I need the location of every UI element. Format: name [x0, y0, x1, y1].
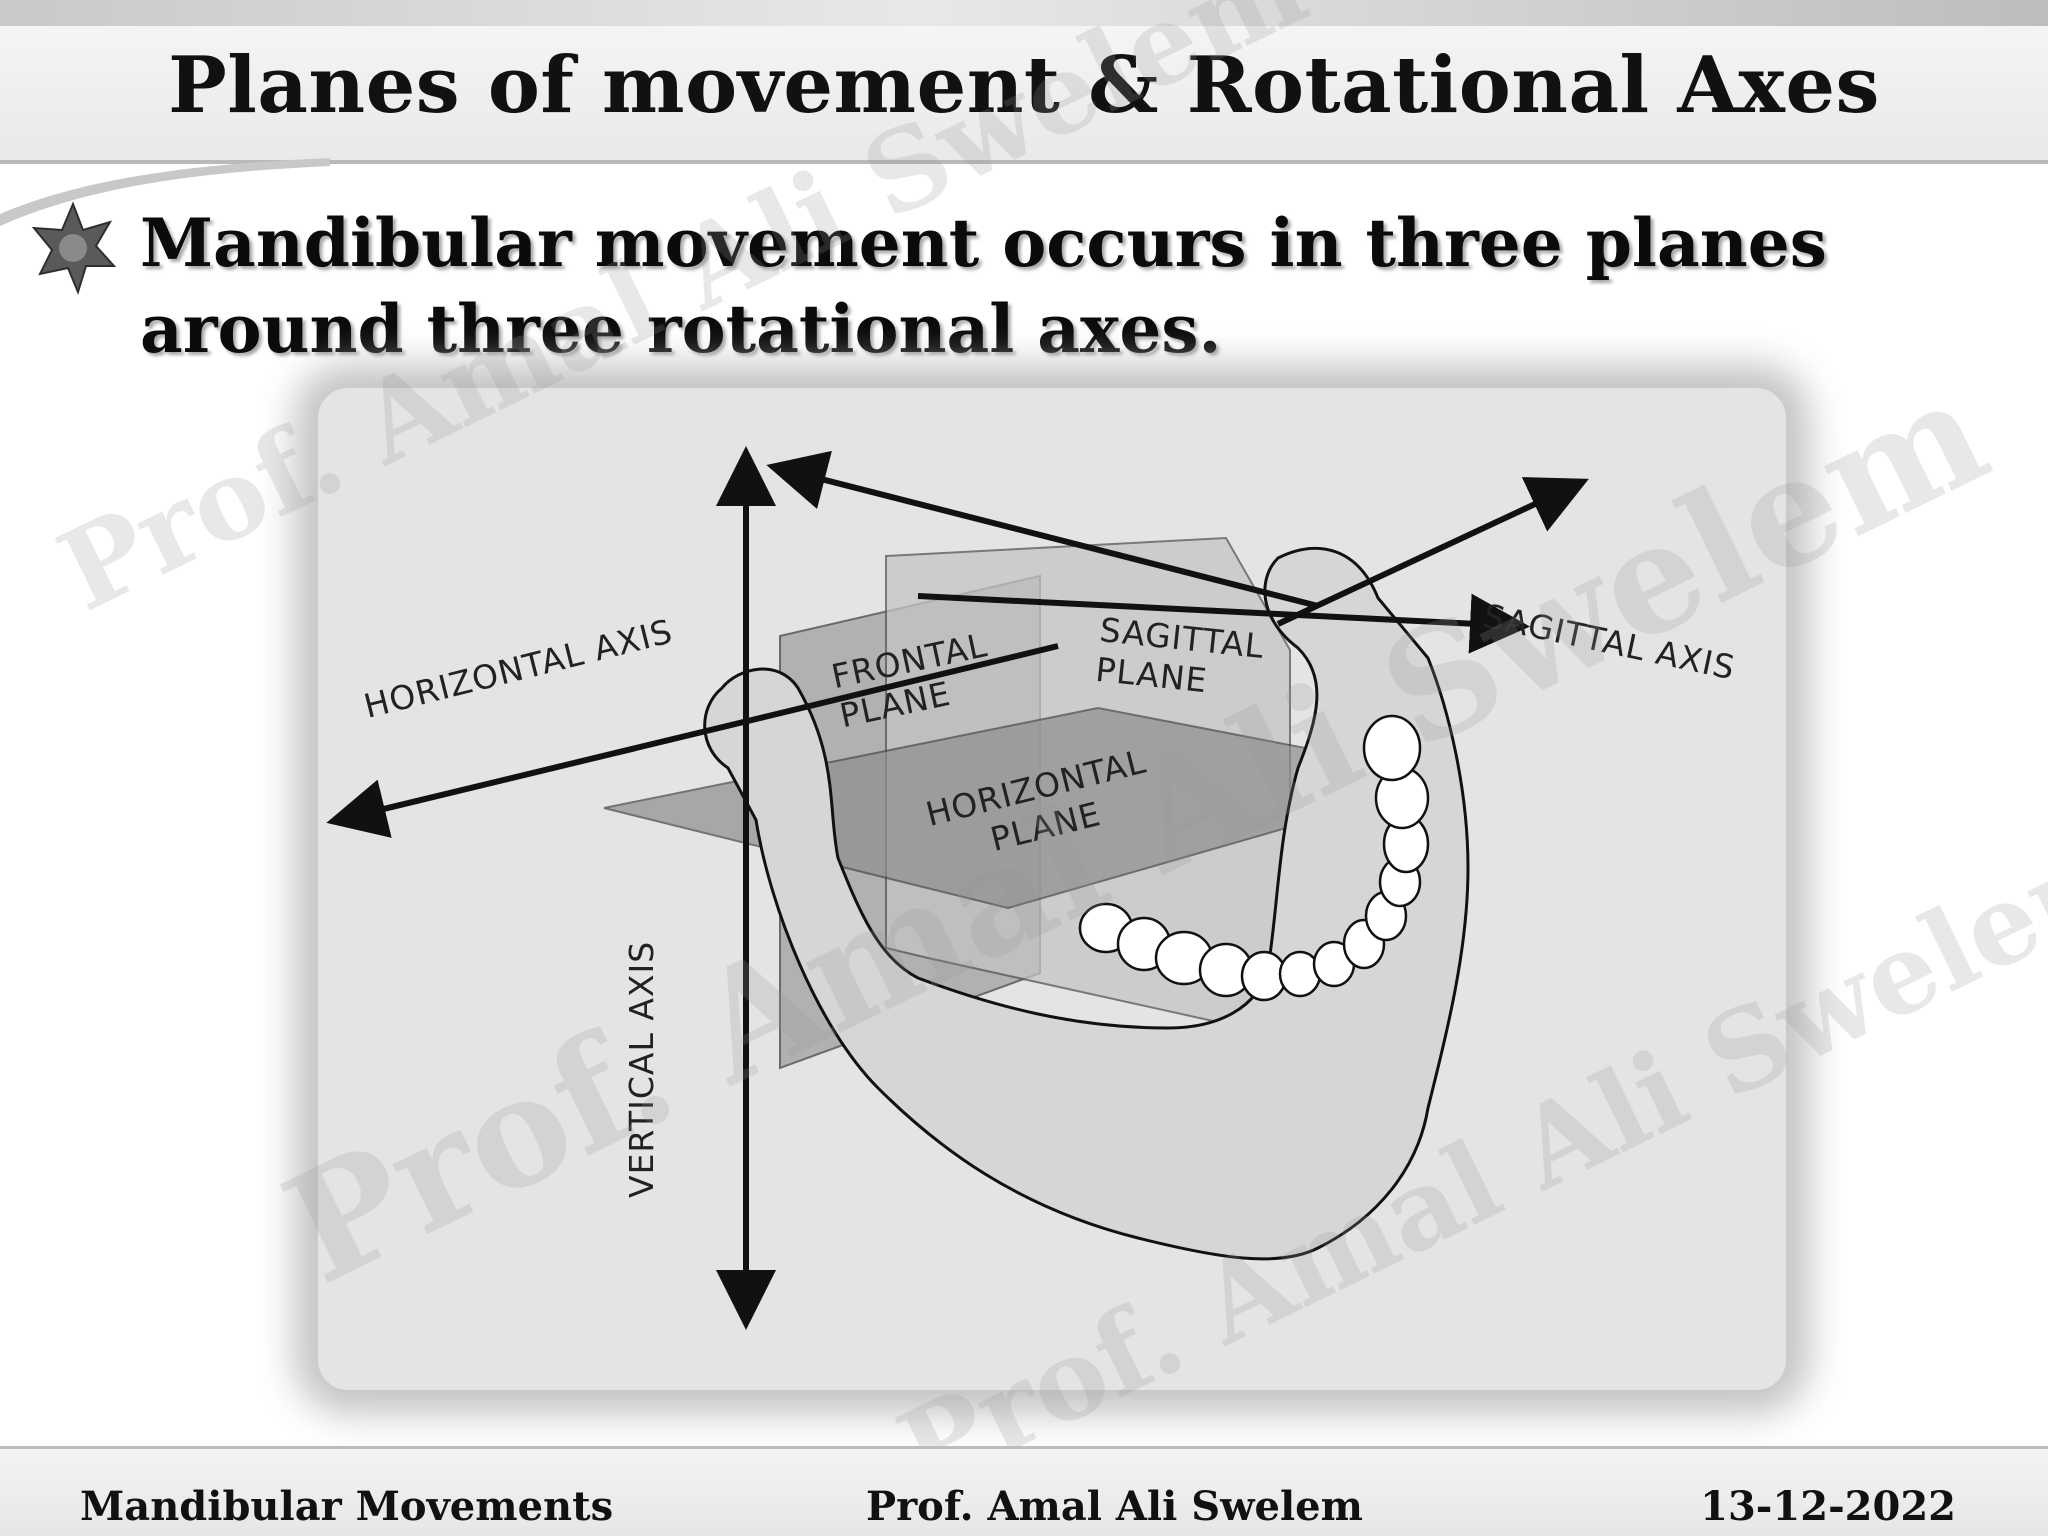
sagittal-axis-line-up — [1276, 477, 1589, 627]
sagittal-axis-line-back — [766, 450, 1319, 609]
footer-divider — [0, 1446, 2048, 1449]
bullet-text: Mandibular movement occurs in three plan… — [140, 204, 1827, 368]
title-bar: Planes of movement & Rotational Axes — [0, 0, 2048, 164]
sagittal-axis-line — [917, 593, 1530, 654]
diagram-graphic — [326, 446, 1589, 1330]
star-bullet-icon — [31, 201, 117, 295]
title-decoration — [0, 0, 2048, 26]
horizontal-axis-line — [326, 643, 1059, 838]
footer-author: Prof. Amal Ali Swelem — [866, 1483, 1363, 1530]
swoosh-decoration — [0, 158, 330, 226]
mandible-outline — [703, 546, 1470, 1261]
slide-title: Planes of movement & Rotational Axes — [168, 40, 1880, 131]
label-vertical-axis: VERTICAL AXIS — [622, 940, 661, 1198]
footer-date: 13-12-2022 — [1700, 1483, 1956, 1530]
mandible-planes-diagram: HORIZONTAL AXIS FRONTAL PLANE SAGITTAL P… — [318, 388, 1786, 1390]
footer-course-title: Mandibular Movements — [80, 1483, 614, 1530]
teeth — [1078, 714, 1430, 1002]
footer-bar: Mandibular Movements Prof. Amal Ali Swel… — [0, 1449, 2048, 1536]
label-sagittal-plane: SAGITTAL PLANE — [1094, 610, 1266, 707]
